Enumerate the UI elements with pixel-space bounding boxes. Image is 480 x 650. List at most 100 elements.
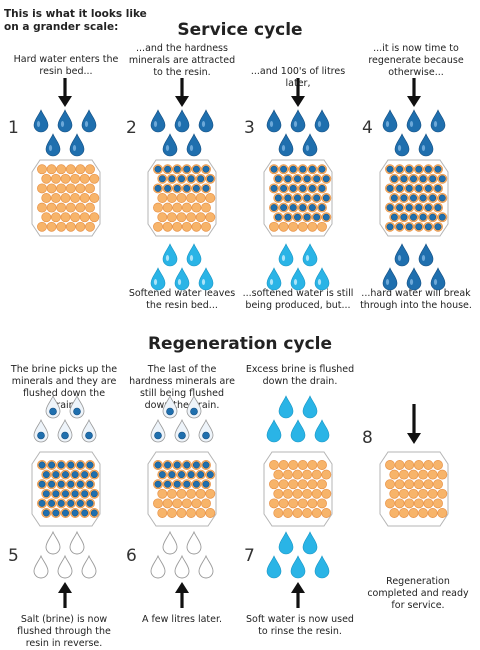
empty-water-drop [69, 530, 85, 555]
resin-bead [195, 212, 206, 223]
resin-bead [56, 164, 67, 175]
mineral-ion [303, 213, 311, 221]
mineral-ion [274, 213, 282, 221]
resin-bead [176, 508, 187, 518]
brinefull-water-drop [302, 395, 318, 419]
mineral-ion [415, 184, 423, 192]
resin-bead [404, 479, 415, 490]
mineral-ion [308, 204, 316, 212]
resin-bead [317, 460, 327, 470]
mineral-ion [67, 461, 75, 469]
resin-bead [172, 498, 183, 509]
resin-tank [379, 159, 449, 237]
step-2-bottom-caption: Softened water leaves the resin bed... [128, 288, 236, 311]
mineral-ion [57, 461, 65, 469]
resin-bead [176, 193, 187, 203]
empty-water-drop [198, 554, 214, 579]
hard-water-drop [81, 109, 97, 133]
resin-bead [302, 508, 313, 518]
resin-bead [70, 212, 81, 223]
mineral-ion [168, 471, 176, 479]
step-8-number: 8 [362, 428, 373, 448]
resin-bead [389, 508, 400, 518]
step-5-number: 5 [8, 546, 19, 566]
mineral-ion [90, 509, 98, 517]
step-2-top-caption: ...and the hardness minerals are attract… [128, 43, 236, 78]
resin-bead [433, 479, 443, 490]
mineral-ion [405, 165, 413, 173]
mineral-ion [173, 461, 181, 469]
resin-bead [201, 221, 211, 232]
resin-bead [394, 479, 405, 490]
resin-bead [288, 221, 299, 232]
mineral-ion [90, 471, 98, 479]
mineral-ion [313, 213, 321, 221]
mineral-ion [192, 461, 200, 469]
mineral-ion [284, 175, 292, 183]
flow-arrow [175, 78, 189, 107]
resin-bead [166, 212, 177, 223]
step-1-number: 1 [8, 118, 19, 138]
hard-water-drop [418, 133, 434, 157]
step-6-number: 6 [126, 546, 137, 566]
resin-bead [85, 221, 95, 232]
flow-arrow [407, 78, 421, 107]
resin-bead [278, 498, 289, 509]
mineral-ion [322, 175, 330, 183]
brinefull-water-drop [290, 555, 306, 579]
resin-bead [427, 469, 438, 480]
resin-bead [292, 469, 303, 480]
resin-bead [394, 498, 405, 509]
resin-bead [65, 164, 76, 175]
mineral-ion [280, 204, 288, 212]
brine-water-drop [198, 418, 214, 443]
resin-bead [437, 508, 448, 518]
resin-bead [157, 212, 168, 223]
resin-bead [162, 498, 173, 509]
resin-bead [181, 202, 192, 213]
mineral-ion [284, 213, 292, 221]
mineral-ion [202, 165, 210, 173]
brine-water-drop [186, 394, 202, 419]
hard-water-drop [45, 133, 61, 157]
brinefull-water-drop [278, 395, 294, 419]
resin-bead [41, 173, 52, 184]
mineral-ion [178, 175, 185, 183]
mineral-ion [71, 490, 79, 498]
mineral-ion [206, 471, 214, 479]
mineral-ion [164, 480, 172, 488]
mineral-ion [419, 213, 427, 221]
hard-water-drop [162, 133, 178, 157]
step-8-bottom-caption: Regeneration completed and ready for ser… [367, 576, 469, 611]
resin-bead [297, 498, 308, 509]
resin-bead [288, 479, 299, 490]
resin-bead [302, 488, 313, 499]
brinefull-water-drop [290, 419, 306, 443]
resin-bead [282, 508, 293, 518]
soft-water-drop [150, 267, 166, 291]
resin-bead [166, 488, 177, 499]
step-6-top-caption: The last of the hardness minerals are st… [129, 364, 235, 411]
mineral-ion [294, 194, 301, 202]
mineral-ion [270, 165, 278, 173]
mineral-ion [52, 471, 60, 479]
step-2-number: 2 [126, 118, 137, 138]
mineral-ion [274, 194, 282, 202]
flow-arrow [175, 582, 189, 608]
resin-bead [65, 221, 76, 232]
resin-bead [195, 488, 206, 499]
mineral-ion [390, 194, 398, 202]
hard-water-drop [430, 267, 446, 291]
mineral-ion [438, 213, 446, 221]
mineral-ion [434, 223, 442, 231]
mineral-ion [42, 471, 50, 479]
mineral-ion [270, 184, 278, 192]
mineral-ion [386, 165, 394, 173]
resin-bead [153, 221, 163, 232]
mineral-ion [429, 175, 437, 183]
brinefull-water-drop [278, 531, 294, 555]
resin-tanks [31, 159, 449, 527]
hard-water-drop [314, 109, 330, 133]
resin-bead [307, 479, 318, 490]
mineral-ion [400, 194, 408, 202]
